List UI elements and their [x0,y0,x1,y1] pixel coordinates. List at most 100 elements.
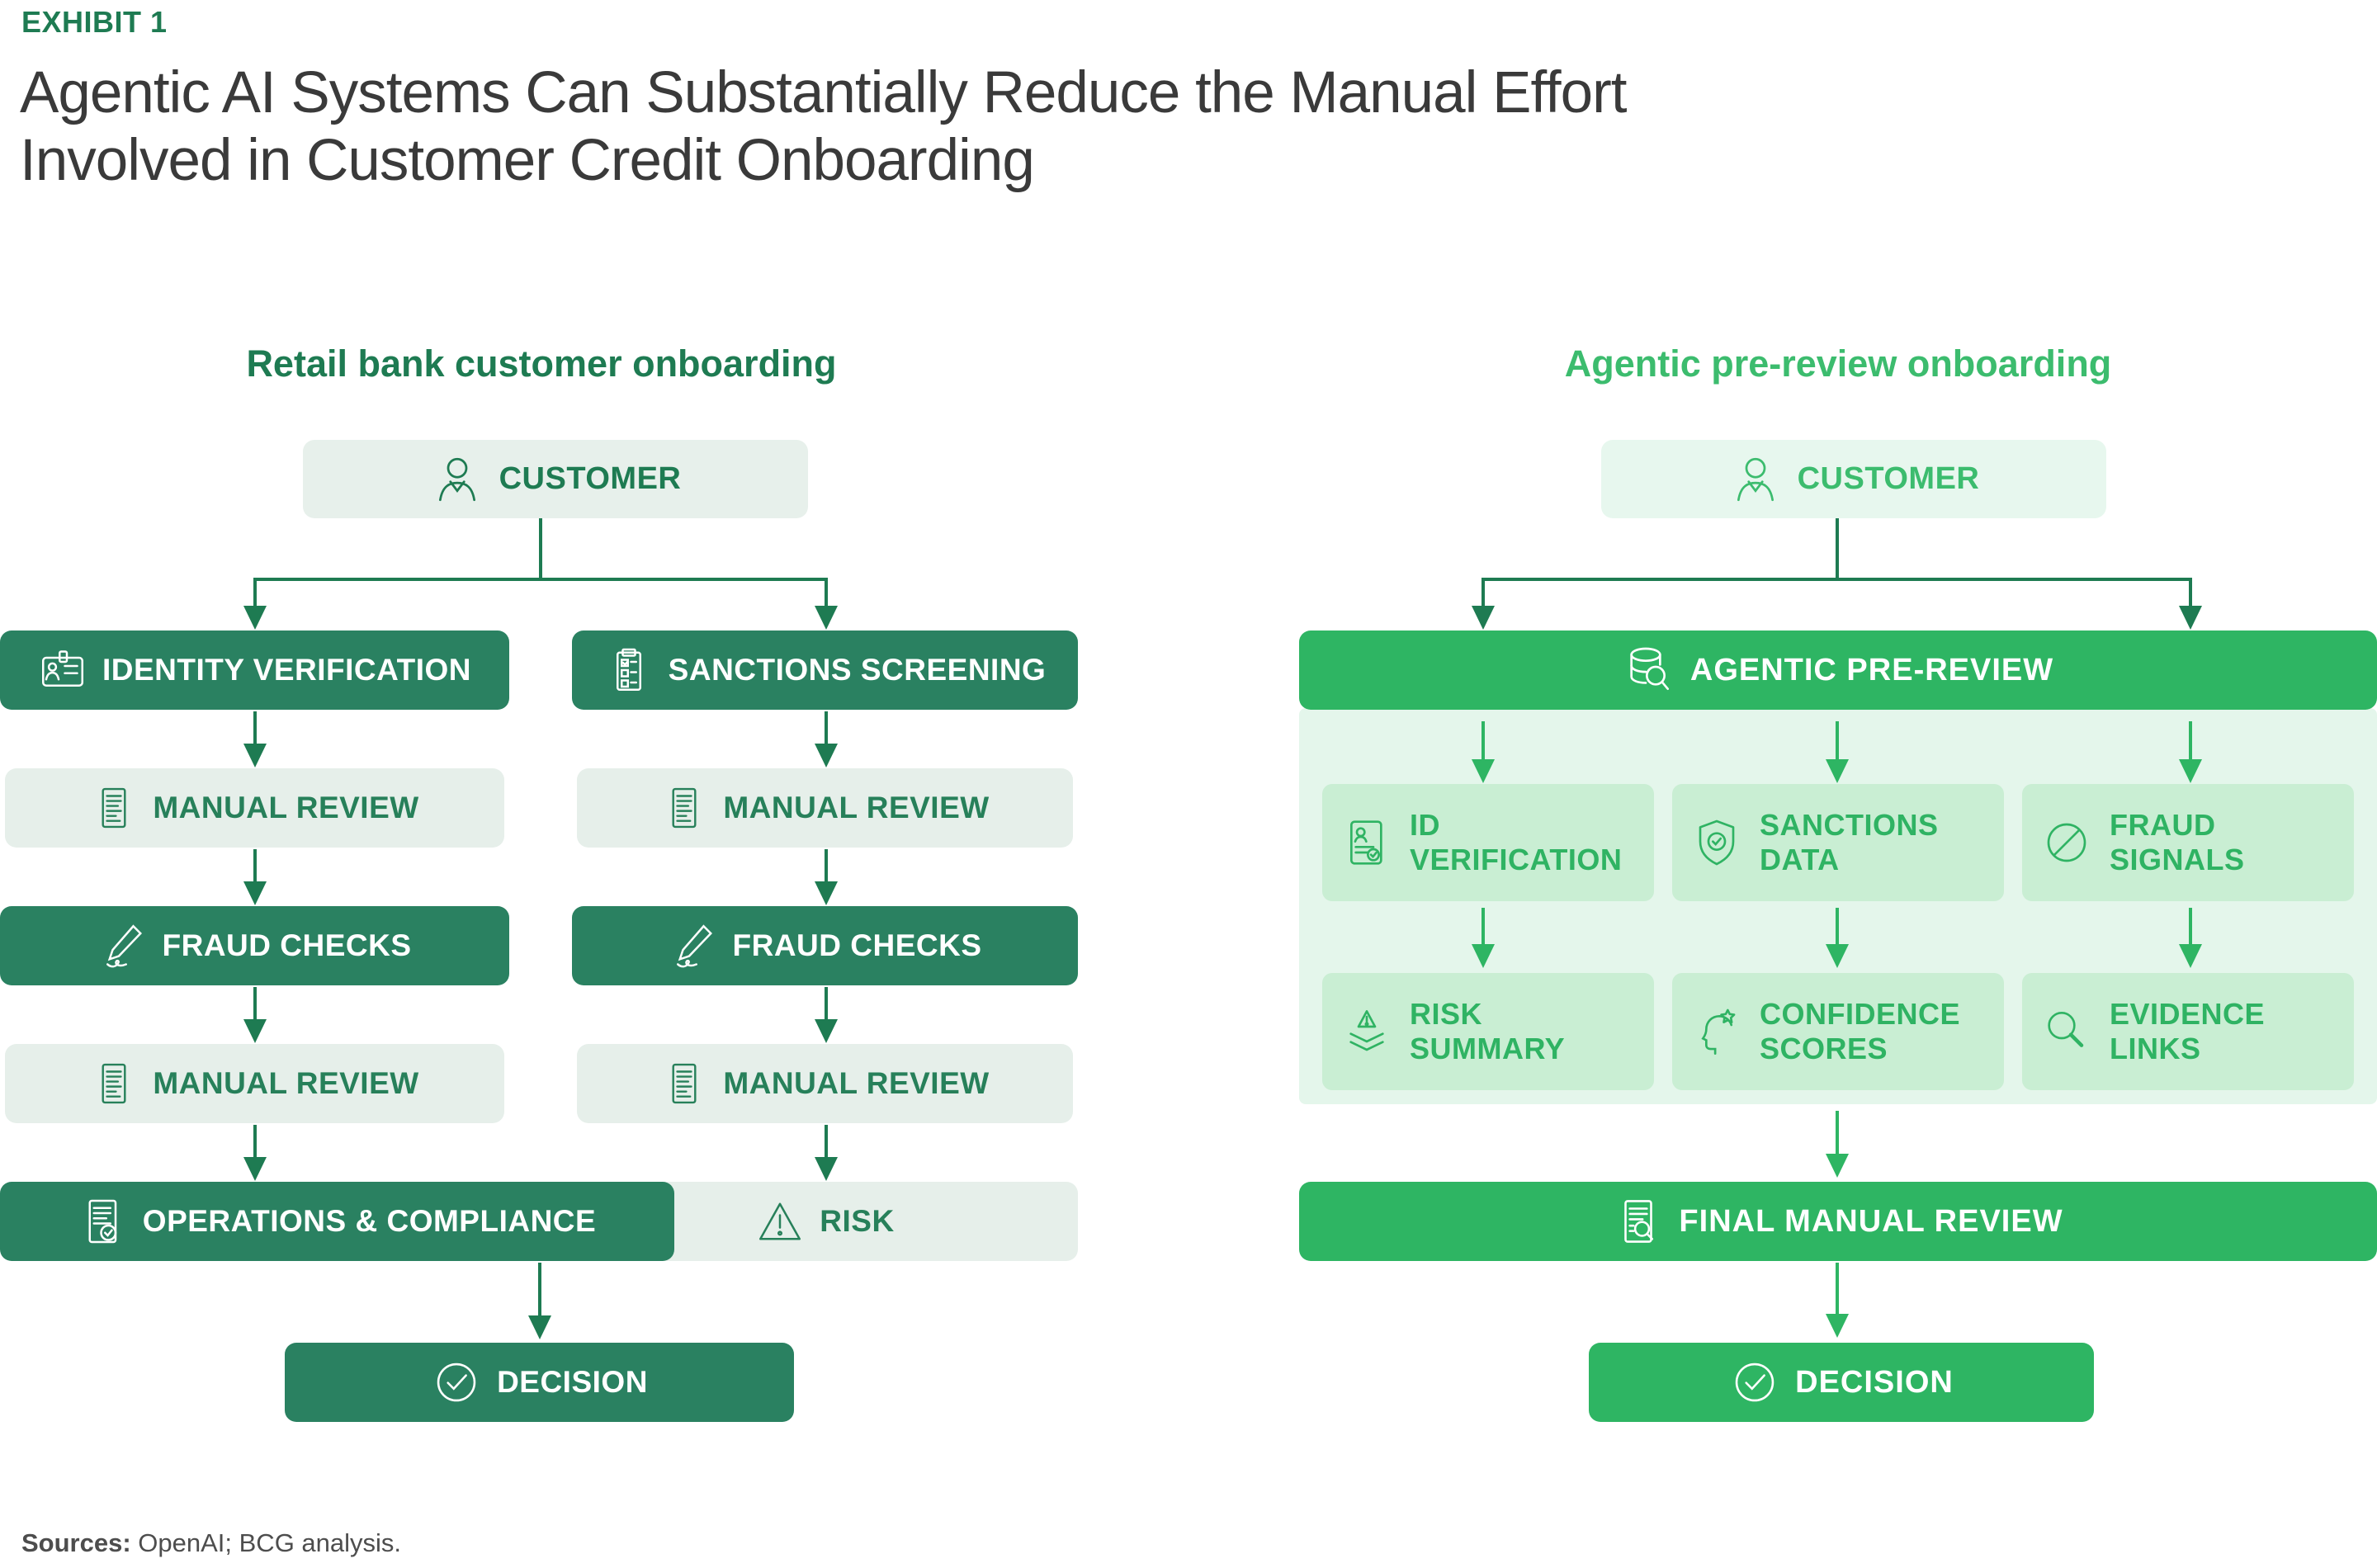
cell-label: CONFIDENCE SCORES [1760,996,1961,1065]
flow-arrowhead [1826,759,1849,783]
flow-line [253,578,828,581]
flow-arrowhead [815,744,838,767]
warning-triangle-icon [755,1197,805,1246]
fraud-checks-node: FRAUD CHECKS [0,906,509,985]
left-customer-node: CUSTOMER [303,440,808,518]
check-circle-icon [431,1357,482,1408]
title-line-1: Agentic AI Systems Can Substantially Red… [20,60,1627,125]
id-verification-cell: ID VERIFICATION [1322,784,1654,901]
flow-line [2189,721,2192,761]
cell-label: FRAUD SIGNALS [2110,807,2245,876]
flow-arrowhead [1826,1314,1849,1338]
flow-arrowhead [815,1157,838,1181]
fraud-signals-cell: FRAUD SIGNALS [2022,784,2354,901]
flow-line [1836,721,1839,761]
id-badge-icon [38,645,87,695]
node-label: FINAL MANUAL REVIEW [1679,1203,2063,1239]
node-label: CUSTOMER [1797,461,1980,496]
person-icon [430,452,484,507]
identity-verification-node: IDENTITY VERIFICATION [0,631,509,710]
flow-arrowhead [243,744,267,767]
node-label: MANUAL REVIEW [723,791,990,824]
left-flow-header: Retail bank customer onboarding [246,342,837,385]
flow-line [2189,908,2192,946]
manual-review-node: MANUAL REVIEW [5,1044,504,1123]
manual-review-node: MANUAL REVIEW [5,768,504,848]
page-title: Agentic AI Systems Can Substantially Red… [20,59,2248,196]
sources-label: Sources: [21,1528,131,1557]
flow-line [253,849,257,884]
evidence-links-cell: EVIDENCE LINKS [2022,973,2354,1090]
signature-pen-icon [98,921,148,971]
flow-line [1836,1263,1839,1315]
sources-line: Sources: OpenAI; BCG analysis. [21,1528,401,1558]
sources-text: OpenAI; BCG analysis. [130,1528,402,1557]
check-circle-icon [1729,1357,1780,1408]
document-lines-icon [660,784,708,832]
flow-line [1481,908,1485,946]
left-decision-node: DECISION [285,1343,794,1422]
node-label: DECISION [1795,1364,1954,1400]
flow-arrowhead [815,1019,838,1043]
flow-line [825,578,828,607]
flow-line [538,1263,541,1317]
head-star-icon [1690,1005,1743,1058]
document-lines-icon [660,1060,708,1108]
flow-arrowhead [815,606,838,630]
node-label: MANUAL REVIEW [723,1066,990,1100]
flow-arrowhead [2179,759,2202,783]
final-manual-review-node: FINAL MANUAL REVIEW [1299,1182,2377,1261]
cell-label: EVIDENCE LINKS [2110,996,2266,1065]
manual-review-node: MANUAL REVIEW [577,1044,1073,1123]
node-label: IDENTITY VERIFICATION [102,653,471,687]
right-flow-header: Agentic pre-review onboarding [1564,342,2112,385]
document-check-icon [78,1197,128,1246]
confidence-scores-cell: CONFIDENCE SCORES [1672,973,2004,1090]
flow-arrowhead [815,881,838,905]
flow-line [2189,578,2192,607]
no-entry-icon [2040,816,2093,869]
fraud-checks-node: FRAUD CHECKS [572,906,1078,985]
agentic-pre-review-node: AGENTIC PRE-REVIEW [1299,631,2377,710]
title-line-2: Involved in Customer Credit Onboarding [20,128,1035,194]
node-label: MANUAL REVIEW [153,1066,419,1100]
flow-line [253,711,257,746]
flow-arrowhead [2179,944,2202,968]
manual-review-node: MANUAL REVIEW [577,768,1073,848]
shield-check-icon [1690,816,1743,869]
exhibit-label: EXHIBIT 1 [21,5,168,39]
flow-arrowhead [1826,944,1849,968]
magnifier-icon [2040,1005,2093,1058]
document-lines-icon [90,1060,138,1108]
flow-arrowhead [243,606,267,630]
flow-line [1836,1111,1839,1155]
clipboard-list-icon [604,645,654,695]
flow-arrowhead [2179,606,2202,630]
cell-label: RISK SUMMARY [1410,996,1566,1065]
person-icon [1728,452,1783,507]
flow-arrowhead [528,1315,551,1339]
id-card-check-icon [1340,816,1393,869]
cell-label: ID VERIFICATION [1410,807,1623,876]
sanctions-screening-node: SANCTIONS SCREENING [572,631,1078,710]
right-decision-node: DECISION [1589,1343,2094,1422]
document-lines-icon [90,784,138,832]
flow-line [1836,908,1839,946]
cell-label: SANCTIONS DATA [1760,807,1939,876]
flow-line [253,578,257,607]
flow-line [825,711,828,746]
right-customer-node: CUSTOMER [1601,440,2106,518]
node-label: FRAUD CHECKS [162,928,412,962]
flow-line [539,518,542,579]
flow-line [1836,518,1839,579]
flow-line [825,849,828,884]
node-label: MANUAL REVIEW [153,791,419,824]
flow-arrowhead [1472,944,1495,968]
node-label: SANCTIONS SCREENING [668,653,1047,687]
node-label: CUSTOMER [499,461,682,496]
flow-line [825,987,828,1022]
flow-arrowhead [243,1157,267,1181]
flow-line [1481,578,2192,581]
node-label: AGENTIC PRE-REVIEW [1689,652,2054,687]
flow-line [253,1125,257,1159]
